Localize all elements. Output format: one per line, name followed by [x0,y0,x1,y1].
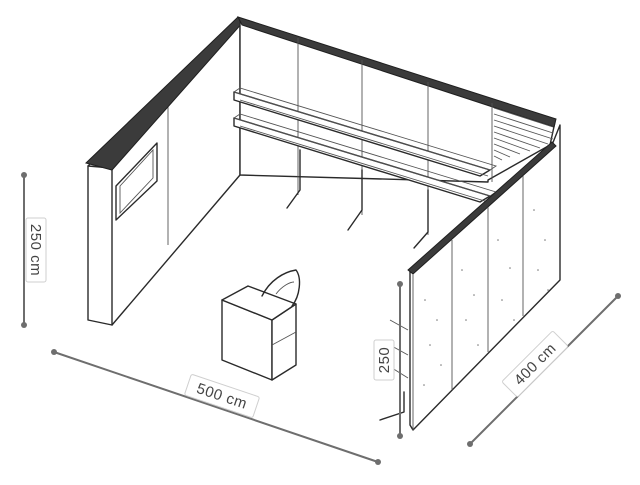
inner-height-label: 250 [376,347,393,374]
left-wall [85,16,245,326]
back-wall [237,16,557,235]
inner-height-dimension: 250 [373,281,403,439]
height-dimension: 250 cm [21,172,47,328]
height-label: 250 cm [27,224,44,276]
slat-panel [493,107,554,161]
perforation [423,209,549,386]
shelf-supports [286,149,429,249]
wall-shelves [232,87,498,203]
tv-screen [115,142,158,221]
right-wall [407,124,561,431]
width-dimension: 500 cm [51,349,381,465]
reception-counter [221,269,301,381]
depth-label: 400 cm [511,340,560,389]
